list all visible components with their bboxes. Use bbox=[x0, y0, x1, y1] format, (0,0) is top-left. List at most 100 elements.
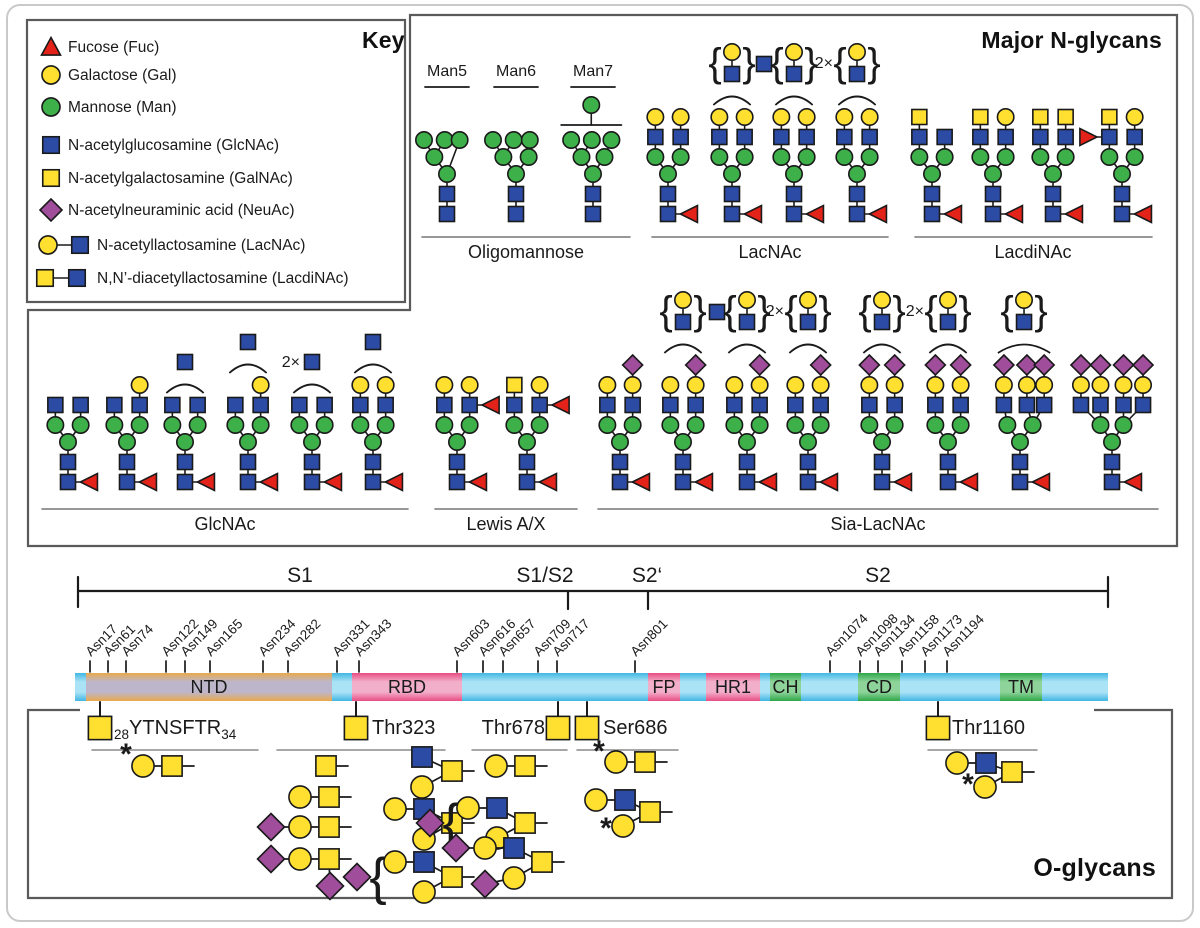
glcnac-square bbox=[239, 473, 257, 491]
protein-domain: FP bbox=[648, 673, 680, 701]
glcnac-square bbox=[531, 396, 548, 414]
glcnac-square bbox=[1032, 128, 1049, 146]
fucose-triangle bbox=[1079, 127, 1099, 147]
mannose-circle bbox=[582, 131, 601, 150]
site-28YTNSFTR34: 28YTNSFTR34* bbox=[87, 701, 259, 778]
galnac-square bbox=[315, 755, 337, 777]
galactose-circle bbox=[435, 375, 454, 394]
glcnac-square bbox=[659, 185, 677, 203]
glcnac-square bbox=[176, 453, 194, 471]
galnac-square bbox=[925, 715, 951, 741]
overbrace bbox=[727, 343, 767, 354]
mannose-circle bbox=[661, 415, 680, 434]
mannose-circle bbox=[798, 432, 817, 451]
mannose-circle bbox=[130, 415, 149, 434]
mannose-circle bbox=[562, 131, 581, 150]
key-item-label: Fucose (Fuc) bbox=[68, 39, 159, 56]
glcnac-square bbox=[611, 453, 629, 471]
galactose-circle bbox=[38, 235, 58, 255]
brace-open: { bbox=[1000, 289, 1013, 333]
glcnac-square bbox=[1018, 396, 1036, 414]
n-glycan-structure: {}2× bbox=[766, 289, 839, 492]
mannose-circle bbox=[435, 415, 454, 434]
heterogeneity-asterisk: * bbox=[593, 735, 605, 768]
protein-domain-label: RBD bbox=[388, 677, 426, 697]
glcnac-square bbox=[448, 473, 466, 491]
mannose-circle bbox=[710, 148, 729, 167]
fucose-triangle bbox=[757, 472, 778, 492]
glcnac-square bbox=[798, 128, 815, 146]
fucose-triangle bbox=[693, 472, 714, 492]
glcnac-square bbox=[1057, 128, 1074, 146]
fucose-triangle bbox=[322, 472, 343, 492]
galactose-circle bbox=[1125, 108, 1144, 127]
glcnac-square bbox=[1113, 185, 1131, 203]
glcnac-square bbox=[799, 453, 817, 471]
mannose-circle bbox=[71, 415, 90, 434]
neuac-diamond bbox=[470, 869, 500, 899]
glcnac-square bbox=[923, 185, 941, 203]
glcnac-square bbox=[672, 128, 689, 146]
glcnac-square bbox=[507, 185, 525, 203]
neuac-diamond bbox=[949, 353, 972, 377]
mannose-circle bbox=[530, 415, 549, 434]
glcnac-square bbox=[785, 185, 803, 203]
fucose-triangle bbox=[804, 204, 825, 224]
neuac-diamond bbox=[684, 353, 707, 377]
glcnac-square bbox=[189, 396, 206, 414]
mannose-circle bbox=[847, 165, 866, 184]
o-glycans-box bbox=[26, 708, 1174, 900]
brace-close: } bbox=[804, 41, 817, 85]
glcnac-square bbox=[507, 205, 525, 223]
glcnac-square bbox=[1011, 453, 1029, 471]
galactose-circle bbox=[1071, 375, 1090, 394]
n-glycan-structure bbox=[598, 353, 651, 492]
mannose-circle bbox=[998, 415, 1017, 434]
fucose-triangle bbox=[258, 472, 279, 492]
heterogeneity-asterisk: * bbox=[600, 812, 612, 845]
o-glycan-structure bbox=[256, 844, 352, 901]
glcnac-square bbox=[503, 837, 525, 859]
mannose-circle bbox=[460, 415, 479, 434]
glcnac-square bbox=[939, 473, 957, 491]
mannose-circle bbox=[722, 165, 741, 184]
glcnac-square bbox=[47, 396, 64, 414]
fucose-triangle bbox=[1063, 204, 1084, 224]
o-glycans-title: O-glycans bbox=[1033, 854, 1156, 882]
galnac-square bbox=[41, 168, 61, 188]
mannose-circle bbox=[1091, 415, 1110, 434]
galnac-square bbox=[343, 715, 369, 741]
glcnac-square bbox=[438, 205, 456, 223]
protein-domain: RBD bbox=[352, 673, 462, 701]
galactose-circle bbox=[456, 796, 480, 820]
glcnac-square bbox=[723, 205, 741, 223]
mannose-circle bbox=[922, 165, 941, 184]
glcnac-square bbox=[614, 789, 636, 811]
protein-domain-label: CH bbox=[773, 677, 799, 697]
glcnac-square bbox=[352, 396, 369, 414]
glcnac-square bbox=[873, 453, 891, 471]
galactose-circle bbox=[860, 108, 879, 127]
glcnac-square bbox=[364, 333, 382, 351]
mannose-circle bbox=[671, 148, 690, 167]
glcnac-square bbox=[799, 313, 817, 331]
glcnac-square bbox=[836, 128, 853, 146]
n-glycan-group: 2×GlcNAc bbox=[41, 333, 409, 534]
heterogeneity-asterisk: * bbox=[962, 768, 974, 801]
mannose-circle bbox=[938, 432, 957, 451]
glcnac-square bbox=[861, 128, 878, 146]
protein-domain: TM bbox=[1000, 673, 1042, 701]
galactose-circle bbox=[772, 108, 791, 127]
overbrace bbox=[353, 363, 393, 374]
glcnac-square bbox=[674, 453, 692, 471]
neuac-diamond bbox=[441, 833, 471, 863]
mannose-circle bbox=[860, 415, 879, 434]
galactose-circle bbox=[1114, 375, 1133, 394]
n-glycan-structure bbox=[910, 108, 963, 224]
n-glycan-structure: Man5 bbox=[414, 63, 470, 223]
mannose-circle bbox=[935, 148, 954, 167]
overbrace bbox=[928, 343, 968, 354]
galnac-square bbox=[514, 755, 536, 777]
mannose-circle bbox=[437, 165, 456, 184]
